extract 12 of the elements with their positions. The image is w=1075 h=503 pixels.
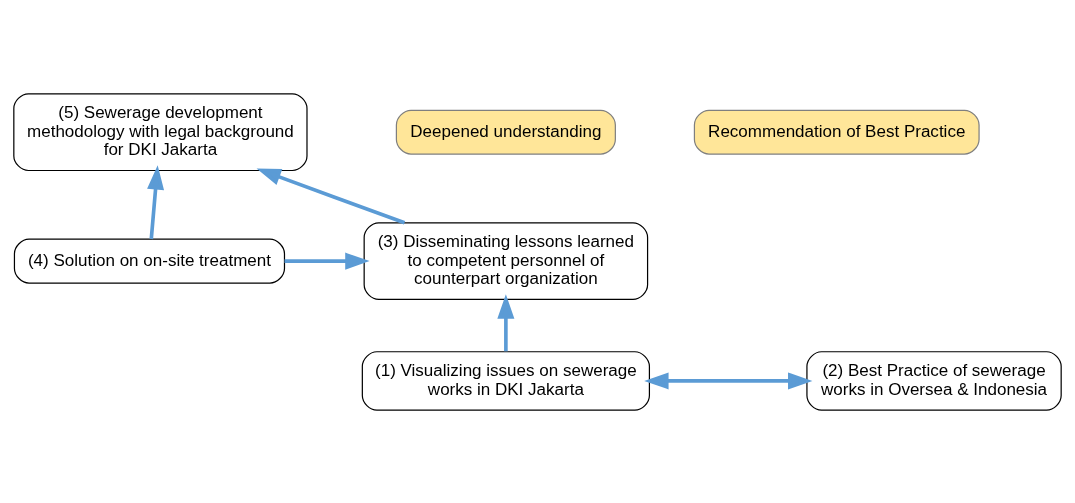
node-box: (1) Visualizing issues on sewerage works in DKI Jakarta	[361, 350, 650, 411]
arrow	[256, 168, 406, 225]
node-box: (5) Sewerage development methodology with legal background for DKI Jakarta	[13, 92, 308, 171]
node-box: (3) Disseminating lessons learned to competent personnel of counterpart organization	[363, 221, 649, 300]
node-box: Deepened understanding	[395, 109, 616, 155]
node-box: (4) Solution on on-site treatment	[13, 238, 286, 284]
node-box: Recommendation of Best Practice	[693, 109, 980, 155]
arrow	[497, 293, 515, 351]
arrow	[644, 371, 813, 389]
arrow	[284, 252, 370, 270]
node-box: (2) Best Practice of sewerage works in Oversea & Indonesia	[806, 350, 1062, 411]
arrow	[147, 164, 165, 239]
